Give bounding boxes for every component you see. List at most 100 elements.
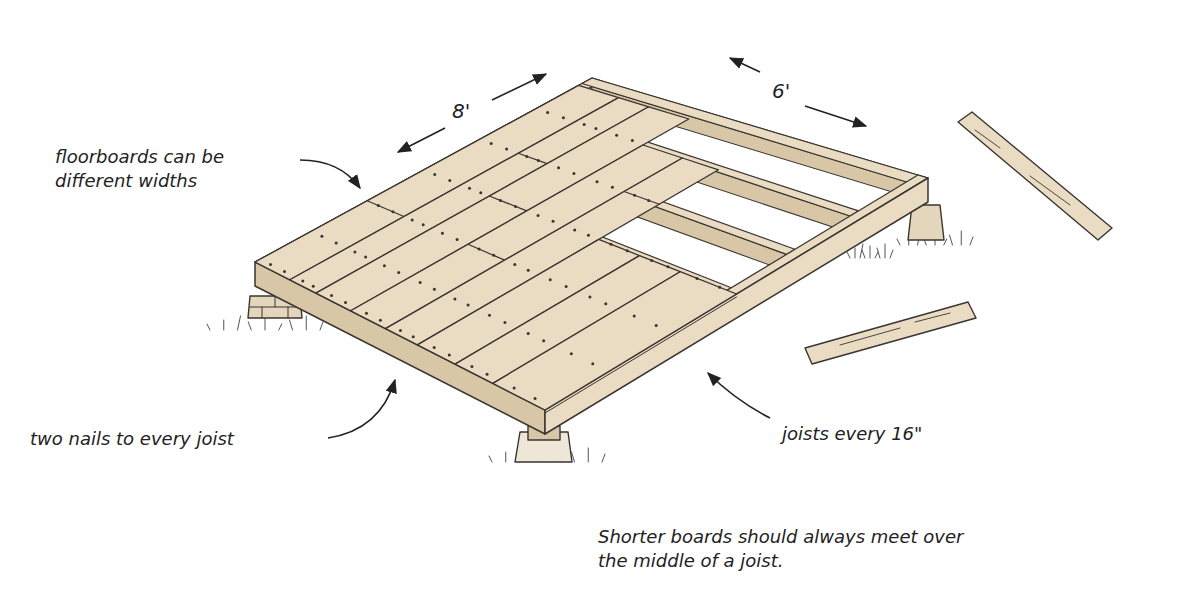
nail: [433, 173, 436, 176]
nail: [490, 142, 493, 145]
wood-grain: [1030, 176, 1070, 205]
nail: [377, 204, 380, 207]
nail: [534, 397, 537, 400]
nail: [448, 354, 451, 357]
board-joint: [518, 153, 547, 163]
brick-joint: [275, 296, 276, 307]
nail: [557, 166, 560, 169]
nail: [594, 127, 597, 130]
dimension-arrow: [730, 58, 760, 72]
nail: [365, 312, 368, 315]
nail: [596, 180, 599, 183]
leader-lines: [300, 58, 866, 438]
nail: [411, 219, 414, 222]
wood-grain: [915, 313, 950, 322]
nail: [391, 210, 394, 213]
nail: [503, 321, 506, 324]
grass-tuft: [248, 322, 251, 330]
nail: [537, 159, 540, 162]
board-edge: [545, 297, 737, 413]
nail: [399, 329, 402, 332]
nail: [609, 243, 612, 246]
note-label: two nails to every joist: [30, 427, 234, 451]
nail: [655, 324, 658, 327]
nail: [591, 362, 594, 365]
nail: [513, 263, 516, 266]
nail: [505, 148, 508, 151]
nail: [453, 297, 456, 300]
nail: [696, 277, 699, 280]
grass-tuft: [890, 250, 893, 258]
grass-tuft: [885, 244, 886, 258]
nail: [312, 285, 315, 288]
grass-tuft: [588, 448, 589, 462]
nail: [604, 302, 607, 305]
grass-tuft: [877, 248, 880, 258]
dimension-label: 6': [772, 78, 790, 105]
nail: [397, 271, 400, 274]
dimension-arrow: [805, 106, 866, 126]
grass-tuft: [265, 318, 266, 330]
nail: [588, 295, 591, 298]
nail: [492, 254, 495, 257]
nail: [419, 281, 422, 284]
grass-tuft: [489, 456, 492, 462]
nail: [583, 123, 586, 126]
wood-grain: [840, 328, 900, 345]
nail: [478, 247, 481, 250]
grass-tuft: [223, 320, 224, 330]
nail: [433, 346, 436, 349]
nail: [441, 232, 444, 235]
grass-tuft: [306, 316, 307, 330]
nail: [527, 269, 530, 272]
board-joint: [489, 196, 527, 211]
nail: [301, 279, 304, 282]
nail: [633, 194, 636, 197]
nail: [433, 288, 436, 291]
nail: [448, 179, 451, 182]
nail: [479, 191, 482, 194]
wood-grain: [975, 130, 1000, 148]
nail: [537, 214, 540, 217]
nail: [542, 339, 545, 342]
nail: [353, 250, 356, 253]
nail: [633, 315, 636, 318]
dimension-arrow: [398, 128, 445, 152]
nail: [499, 199, 502, 202]
nail: [666, 265, 669, 268]
leader-line: [328, 380, 395, 438]
nail: [470, 365, 473, 368]
loose-board: [958, 112, 1112, 240]
nail: [383, 264, 386, 267]
nail: [570, 352, 573, 355]
dimension-arrow: [492, 74, 546, 100]
grass-tuft: [970, 237, 973, 245]
nail: [379, 319, 382, 322]
nail: [269, 263, 272, 266]
nail: [562, 116, 565, 119]
nail: [647, 199, 650, 202]
nail: [330, 294, 333, 297]
grass-tuft: [961, 231, 962, 245]
note-label: joists every 16": [782, 422, 922, 446]
nail: [514, 205, 517, 208]
nail: [364, 255, 367, 258]
leader-line: [708, 373, 770, 418]
board-joint: [468, 244, 505, 260]
nail: [422, 223, 425, 226]
grass-tuft: [602, 454, 605, 462]
nail: [467, 304, 470, 307]
nail: [631, 139, 634, 142]
brick-joint: [262, 307, 263, 318]
nail: [565, 285, 568, 288]
nail: [412, 335, 415, 338]
grass-tuft: [279, 324, 282, 330]
nail: [513, 386, 516, 389]
note-label: floorboards can be different widths: [55, 145, 255, 194]
nail: [615, 134, 618, 137]
grass-tuft: [847, 252, 850, 258]
nail: [718, 286, 721, 289]
nail: [344, 301, 347, 304]
